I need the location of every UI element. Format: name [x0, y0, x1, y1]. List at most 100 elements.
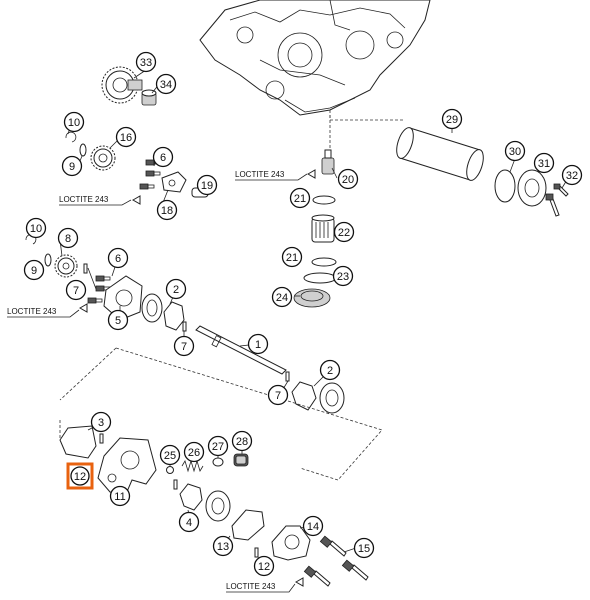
callout-c26[interactable]: 26	[183, 441, 205, 463]
dowel-loctite-2	[78, 303, 88, 313]
bushing-34	[141, 89, 157, 106]
callout-c12b[interactable]: 12	[253, 555, 275, 577]
callout-c32[interactable]: 32	[561, 164, 583, 186]
dowel-pin-lower	[173, 479, 178, 490]
callout-c25[interactable]: 25	[159, 444, 181, 466]
callout-number: 34	[160, 79, 172, 91]
callout-c9b[interactable]: 9	[23, 259, 45, 281]
callout-c8[interactable]: 8	[57, 227, 79, 249]
dowel-7c	[285, 371, 290, 382]
callout-c1[interactable]: 1	[247, 333, 269, 355]
callout-circle	[319, 359, 341, 381]
callout-c27[interactable]: 27	[207, 435, 229, 457]
callout-c34[interactable]: 34	[155, 73, 177, 95]
loctite-label-4: LOCTITE 243	[226, 582, 296, 593]
callout-number: 12	[74, 471, 86, 483]
callout-c6b[interactable]: 6	[107, 247, 129, 269]
callout-c18[interactable]: 18	[156, 199, 178, 221]
callout-c33[interactable]: 33	[135, 51, 157, 73]
callout-circle	[212, 535, 234, 557]
callout-c7c[interactable]: 7	[267, 384, 289, 406]
engine-case	[199, 0, 431, 116]
callout-number: 13	[217, 541, 229, 553]
callout-number: 30	[509, 146, 521, 158]
dowel-loctite-4	[294, 577, 304, 587]
ball-25	[166, 466, 174, 474]
callout-number: 10	[30, 223, 42, 235]
gear-8	[54, 254, 78, 278]
callout-number: 5	[115, 315, 121, 327]
loctite-label-3: LOCTITE 243	[235, 170, 308, 181]
callout-c2a[interactable]: 2	[165, 278, 187, 300]
callout-number: 31	[538, 158, 550, 170]
callout-c22[interactable]: 22	[333, 221, 355, 243]
oil-filter-29	[396, 127, 484, 181]
callout-circle	[155, 73, 177, 95]
callout-number: 4	[186, 517, 192, 529]
callout-circle	[135, 51, 157, 73]
sprocket-33	[101, 66, 143, 104]
callout-c21a[interactable]: 21	[289, 187, 311, 209]
plug-28	[233, 453, 249, 467]
callout-number: 2	[173, 284, 179, 296]
dowel-loctite-1	[131, 195, 141, 205]
callout-number: 26	[188, 447, 200, 459]
callout-c4[interactable]: 4	[178, 511, 200, 533]
callout-number: 2	[327, 365, 333, 377]
callout-number: 16	[120, 132, 132, 144]
callout-number: 33	[140, 57, 152, 69]
callout-c13[interactable]: 13	[212, 535, 234, 557]
callout-c5[interactable]: 5	[107, 309, 129, 331]
callout-circle	[561, 164, 583, 186]
callout-number: 3	[98, 417, 104, 429]
callout-c23[interactable]: 23	[332, 265, 354, 287]
callout-circle	[289, 187, 311, 209]
callout-c21b[interactable]: 21	[281, 246, 303, 268]
callout-number: 28	[236, 436, 248, 448]
callout-c14[interactable]: 14	[302, 515, 324, 537]
callout-number: 32	[566, 170, 578, 182]
svg-text:LOCTITE 243: LOCTITE 243	[235, 170, 285, 179]
callout-c6a[interactable]: 6	[152, 146, 174, 168]
callout-number: 6	[115, 253, 121, 265]
callout-circle	[353, 537, 375, 559]
callout-c11[interactable]: 11	[109, 485, 131, 507]
loctite-label-2: LOCTITE 243	[7, 307, 80, 318]
callout-c24[interactable]: 24	[271, 286, 293, 308]
callout-c12a[interactable]: 12	[70, 466, 90, 486]
callout-c3[interactable]: 3	[90, 411, 112, 433]
callout-circle	[441, 108, 463, 130]
svg-text:LOCTITE 243: LOCTITE 243	[59, 195, 109, 204]
callout-c10b[interactable]: 10	[25, 217, 47, 239]
callout-circle	[332, 265, 354, 287]
callout-number: 8	[65, 233, 71, 245]
callout-number: 29	[446, 114, 458, 126]
pump-cover-5	[103, 275, 143, 321]
callout-c29[interactable]: 29	[441, 108, 463, 130]
callout-c2b[interactable]: 2	[319, 359, 341, 381]
gear-16	[90, 145, 116, 171]
callout-c7a[interactable]: 7	[65, 279, 87, 301]
callout-c9a[interactable]: 9	[61, 155, 83, 177]
washer-9a	[79, 143, 87, 157]
callout-circle	[173, 335, 195, 357]
callout-c31[interactable]: 31	[533, 152, 555, 174]
oil-pump-rotor-2a	[141, 293, 185, 331]
callout-circle	[533, 152, 555, 174]
callout-c20[interactable]: 20	[337, 168, 359, 190]
callout-number: 7	[73, 285, 79, 297]
callout-c10a[interactable]: 10	[63, 111, 85, 133]
callout-c28[interactable]: 28	[231, 430, 253, 452]
gasket-3	[59, 425, 97, 459]
callout-c16[interactable]: 16	[115, 126, 137, 148]
callout-circle	[196, 174, 218, 196]
callout-c30[interactable]: 30	[504, 140, 526, 162]
callout-number: 18	[161, 205, 173, 217]
callout-number: 24	[276, 292, 288, 304]
callout-c15[interactable]: 15	[353, 537, 375, 559]
callout-number: 10	[68, 117, 80, 129]
callout-c7b[interactable]: 7	[173, 335, 195, 357]
o-ring-27	[212, 457, 224, 467]
callout-c19[interactable]: 19	[196, 174, 218, 196]
callout-circle	[152, 146, 174, 168]
